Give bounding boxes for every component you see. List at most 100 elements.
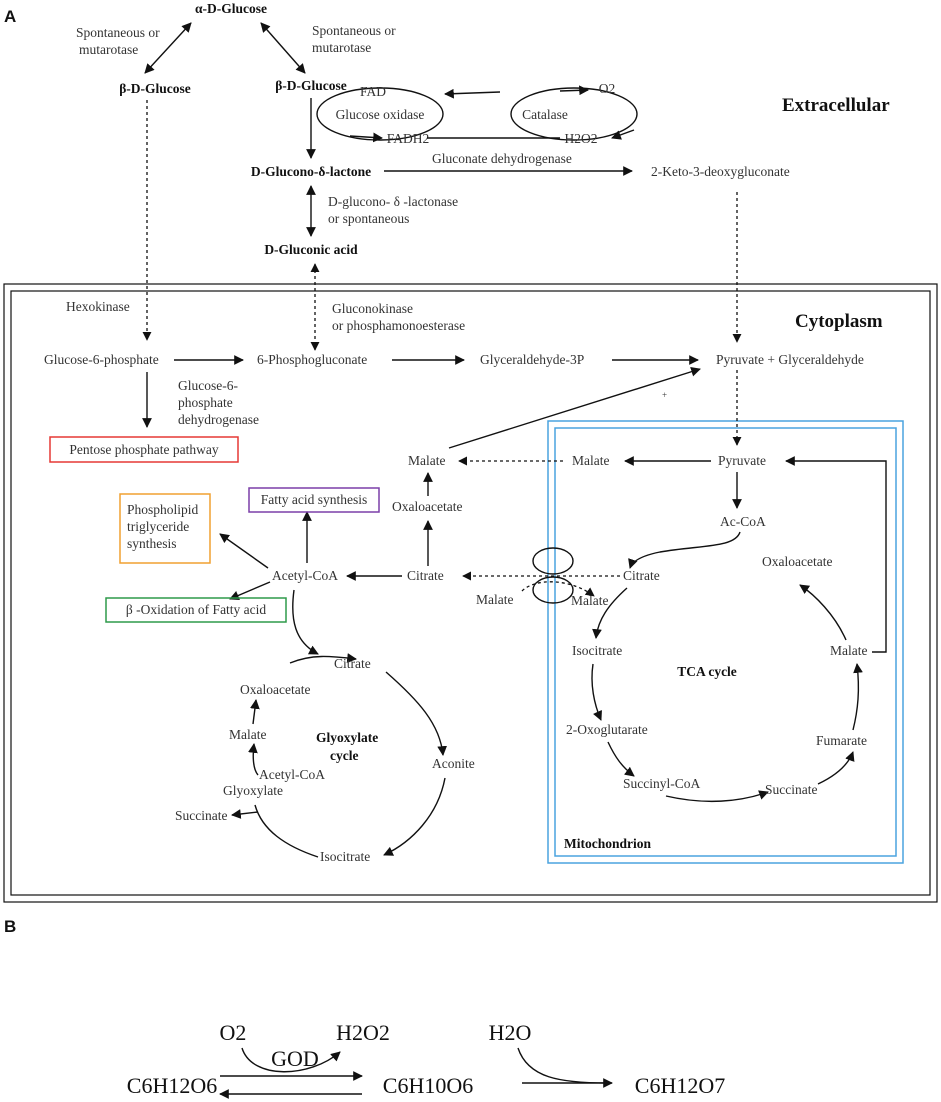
malate-to-pyruvate-arrow — [448, 366, 701, 449]
spontaneous-right-2: mutarotase — [312, 40, 371, 55]
citrate-cytoplasm: Citrate — [407, 568, 444, 583]
d-gluconic-acid: D-Gluconic acid — [264, 242, 358, 257]
eq-god: GOD — [271, 1046, 319, 1071]
spontaneous-left-2: mutarotase — [79, 42, 138, 57]
oxaloacetate-cytoplasm: Oxaloacetate — [392, 499, 462, 514]
malate-transporter — [532, 576, 574, 604]
glyoxylate-oaa-to-citrate-arc — [289, 653, 357, 664]
alpha-d-glucose: α-D-Glucose — [195, 1, 267, 16]
malate-cytoplasm: Malate — [408, 453, 445, 468]
glyoxylate-glyoxylate: Glyoxylate — [223, 783, 283, 798]
tca-fumarate: Fumarate — [816, 733, 867, 748]
glyoxylate-citrate: Citrate — [334, 656, 371, 671]
hexokinase-label: Hexokinase — [66, 299, 130, 314]
extracellular-label: Extracellular — [782, 95, 890, 116]
acetylcoa-to-beta-oxidation-arrow — [229, 581, 271, 601]
fad-arrow — [444, 88, 501, 99]
tca-succinate: Succinate — [765, 782, 817, 797]
malate-import-dashed — [521, 581, 595, 597]
tca-citrate: Citrate — [623, 568, 660, 583]
catalase-label: Catalase — [522, 107, 568, 122]
glyoxylate-to-malate-arrow — [248, 743, 259, 776]
o2-label: O2 — [599, 81, 616, 96]
acetylcoa-to-phospholipid-arrow — [219, 533, 269, 569]
fatty-acid-synthesis-label: Fatty acid synthesis — [261, 492, 368, 507]
isocitrate-to-oxoglutarate-arc — [591, 663, 602, 721]
glyoxylate-aconite: Aconite — [432, 756, 475, 771]
oxoglutarate-to-succinylcoa-arc — [607, 741, 635, 777]
malate-to-pyruvate-bypass — [785, 456, 887, 653]
malate-to-oaa-tca-arc — [799, 584, 847, 641]
d-glucono-lactone: D-Glucono-δ-lactone — [251, 164, 371, 179]
pyruvate-glyceraldehyde: Pyruvate + Glyceraldehyde — [716, 352, 864, 367]
phospholipid-label-3: synthesis — [127, 536, 177, 551]
phospholipid-label-1: Phospholipid — [127, 502, 199, 517]
tca-oxaloacetate: Oxaloacetate — [762, 554, 832, 569]
fumarate-to-malate-arc — [852, 663, 863, 731]
eq-glucose: C6H12O6 — [127, 1073, 217, 1098]
glyoxylate-succinate: Succinate — [175, 808, 227, 823]
pentose-pathway-label: Pentose phosphate pathway — [69, 442, 218, 457]
mutarotation-right-arrow — [260, 22, 306, 74]
beta-d-glucose-left: β-D-Glucose — [119, 81, 191, 96]
g6pdh-label-3: dehydrogenase — [178, 412, 259, 427]
acetylcoa-entry-arc — [628, 531, 741, 569]
spontaneous-right-1: Spontaneous or — [312, 23, 396, 38]
malate-mito-top: Malate — [572, 453, 609, 468]
citrate-to-isocitrate-arc — [592, 587, 628, 639]
g6pdh-label-1: Glucose-6- — [178, 378, 238, 393]
fadh2-arrow — [349, 132, 383, 143]
mitochondrion-label: Mitochondrion — [564, 836, 651, 851]
malate-to-oaa-arrow — [250, 699, 260, 725]
eq-lactone: C6H10O6 — [383, 1073, 473, 1098]
lactonase-label-2: or spontaneous — [328, 211, 409, 226]
glucose-oxidase-label: Glucose oxidase — [336, 107, 425, 122]
isocitrate-branch-arc — [254, 804, 319, 858]
keto-deoxygluconate: 2-Keto-3-deoxygluconate — [651, 164, 790, 179]
tca-cycle-title: TCA cycle — [677, 664, 737, 679]
glyceraldehyde-3p: Glyceraldehyde-3P — [480, 352, 584, 367]
panel-label-a: A — [4, 7, 16, 26]
cytoplasm-label: Cytoplasm — [795, 311, 883, 332]
beta-oxidation-box — [105, 597, 287, 623]
mitochondrion-outer-border — [547, 420, 904, 864]
aconite-to-isocitrate-arc — [383, 777, 446, 856]
6-phosphogluconate: 6-Phosphogluconate — [257, 352, 367, 367]
cytoplasm-inner-frame — [10, 290, 931, 896]
acetyl-coa-cytoplasm: Acetyl-CoA — [272, 568, 338, 583]
catalase-cycle — [510, 87, 638, 141]
tca-succinyl-coa: Succinyl-CoA — [623, 776, 700, 791]
cytoplasm-outer-frame — [3, 283, 938, 903]
isocitrate-to-succinate-arrow — [231, 809, 259, 819]
spontaneous-left-1: Spontaneous or — [76, 25, 160, 40]
beta-d-glucose: β-D-Glucose — [275, 78, 347, 93]
fad-label: FAD — [360, 84, 386, 99]
gluconate-dehydrogenase-label: Gluconate dehydrogenase — [432, 151, 572, 166]
eq-o2: O2 — [220, 1020, 247, 1045]
gluconokinase-label-2: or phosphamonoesterase — [332, 318, 465, 333]
g6pdh-label-2: phosphate — [178, 395, 233, 410]
tca-oxoglutarate: 2-Oxoglutarate — [566, 722, 648, 737]
panel-label-b: B — [4, 917, 16, 936]
tca-isocitrate: Isocitrate — [572, 643, 622, 658]
glyoxylate-acetyl-coa: Acetyl-CoA — [259, 767, 325, 782]
h2o2-arrow — [611, 129, 635, 140]
mutarotation-left-arrow — [144, 22, 192, 74]
eq-gluconic: C6H12O7 — [635, 1073, 725, 1098]
phospholipid-box — [119, 493, 211, 564]
tca-malate: Malate — [830, 643, 867, 658]
glyoxylate-oxaloacetate: Oxaloacetate — [240, 682, 310, 697]
acetylcoa-to-glyoxylate-arrow — [292, 589, 319, 655]
citrate-transporter — [532, 547, 574, 575]
eq-h2o: H2O — [489, 1020, 532, 1045]
fatty-acid-synthesis-box — [248, 487, 380, 513]
mitochondrion-inner-border — [554, 427, 897, 857]
glyoxylate-malate: Malate — [229, 727, 266, 742]
lactonase-label-1: D-glucono- δ -lactonase — [328, 194, 458, 209]
glyoxylate-isocitrate: Isocitrate — [320, 849, 370, 864]
tca-pyruvate: Pyruvate — [718, 453, 766, 468]
fadh2-label: FADH2 — [387, 131, 430, 146]
citrate-to-aconite-arc — [385, 671, 448, 756]
o2-arrow — [559, 85, 589, 96]
